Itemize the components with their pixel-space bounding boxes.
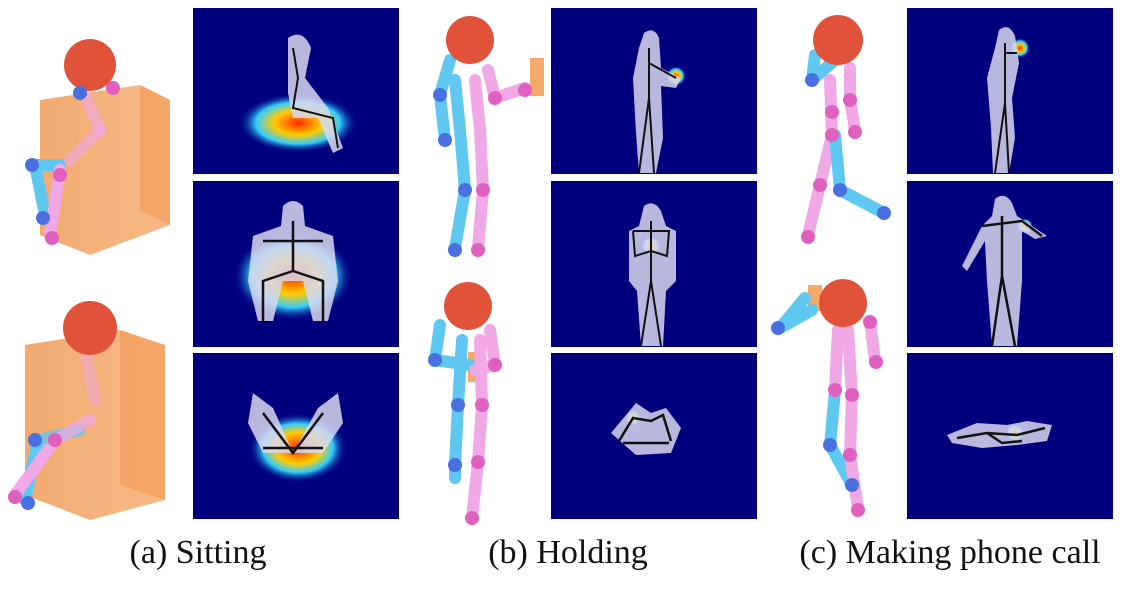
heatmap-c-front [907, 181, 1113, 347]
heatmap-b-side [551, 8, 757, 174]
heatmap-a-side [193, 8, 399, 174]
heatmap-b-front [551, 181, 757, 347]
figure-illustrations [8, 15, 891, 525]
heatmap-c-side [907, 8, 1113, 174]
caption-c: (c) Making phone call [799, 534, 1101, 571]
panel-b-figure-bottom [428, 282, 502, 525]
heatmap-b-top [551, 353, 757, 519]
panel-c-figure-top [801, 15, 891, 244]
panel-a-figure-bottom [8, 301, 165, 520]
heatmap-a-front [193, 181, 399, 347]
heatmap-c-top [907, 353, 1113, 519]
panel-c-figure-bottom [771, 279, 883, 517]
caption-a: (a) Sitting [129, 534, 267, 571]
caption-b: (b) Holding [488, 534, 648, 571]
panel-a-figure-top [25, 39, 170, 255]
heatmap-a-top [193, 353, 399, 519]
panel-b-figure-top [433, 16, 544, 257]
